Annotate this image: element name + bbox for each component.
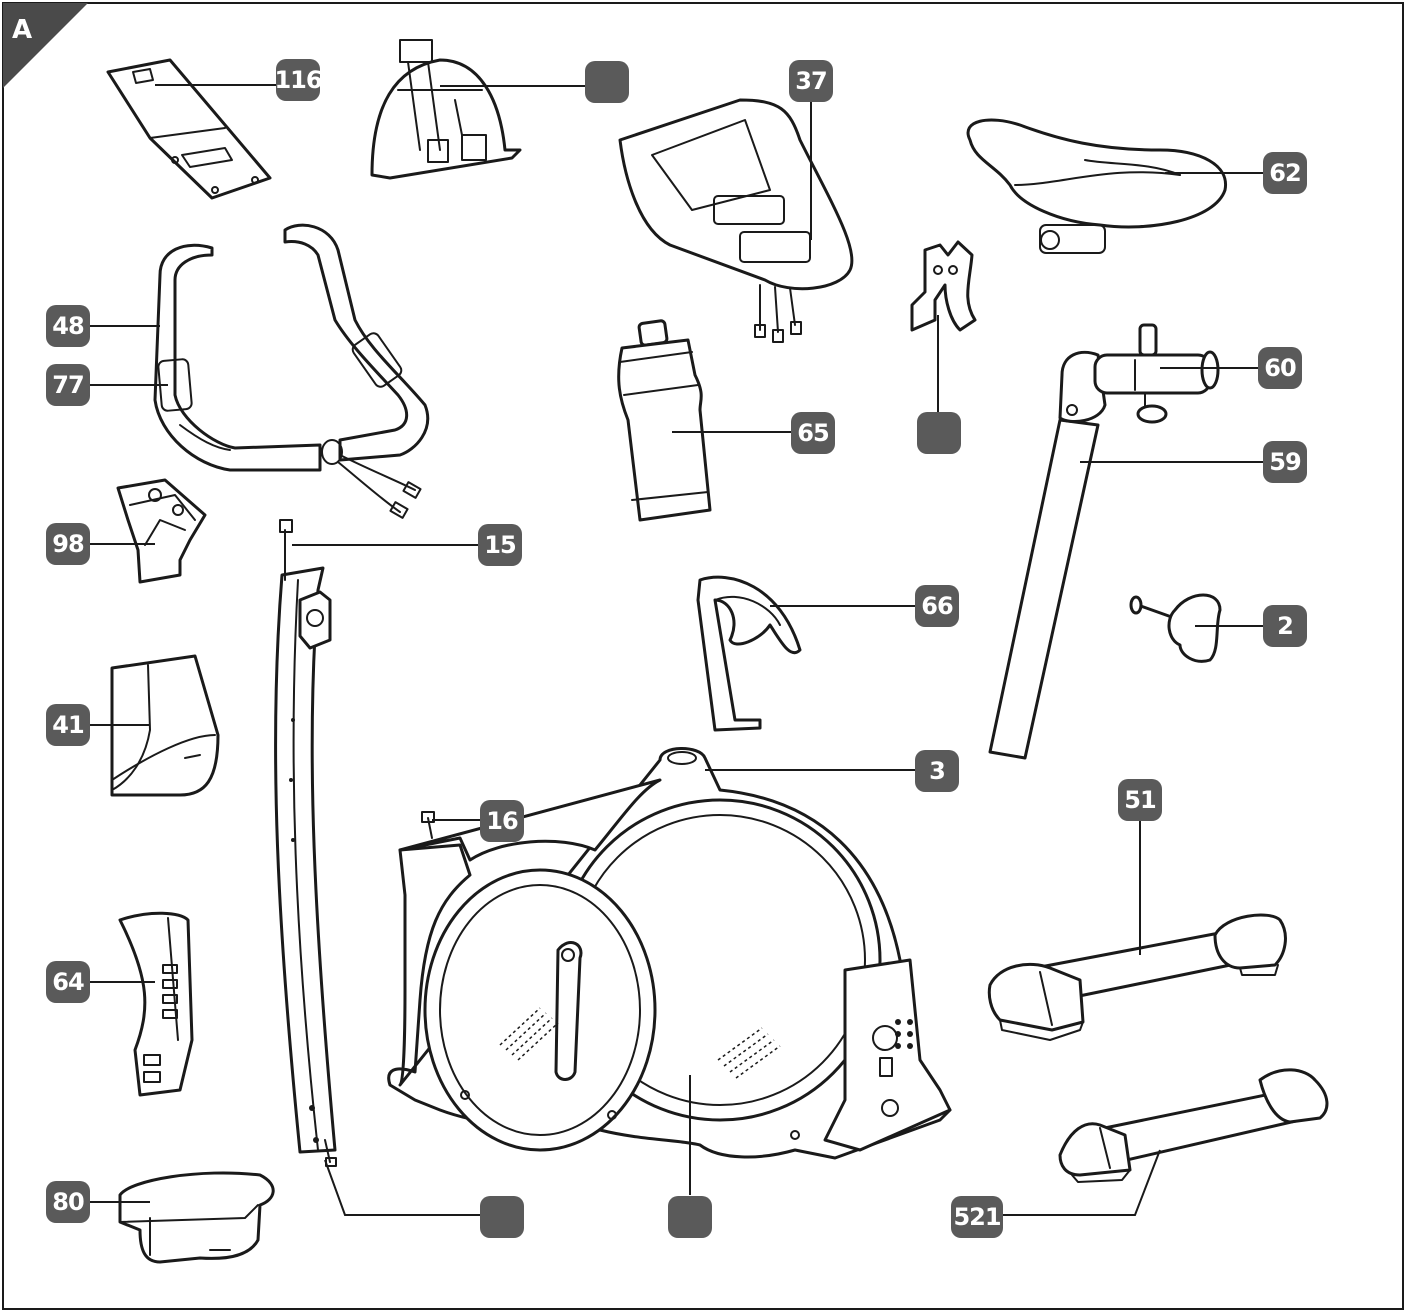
leader-521 bbox=[1000, 1149, 1161, 1216]
part-98-cover bbox=[116, 478, 207, 584]
label-116: 116 bbox=[274, 59, 323, 101]
label-51: 51 bbox=[1118, 779, 1162, 821]
label-60: 60 bbox=[1258, 347, 1302, 389]
svg-text:64: 64 bbox=[52, 968, 84, 996]
label-66: 66 bbox=[915, 585, 959, 627]
label-clip bbox=[917, 412, 961, 454]
svg-text:41: 41 bbox=[52, 711, 84, 739]
svg-text:59: 59 bbox=[1269, 448, 1301, 476]
label-59: 59 bbox=[1263, 441, 1307, 483]
part-64-strap bbox=[118, 911, 194, 1097]
part-60-seat-clamp bbox=[1093, 323, 1220, 424]
label-98: 98 bbox=[46, 523, 90, 565]
part-37-console bbox=[618, 98, 854, 343]
label-upright-bottom bbox=[480, 1196, 524, 1238]
part-80-clamp bbox=[118, 1171, 275, 1264]
svg-text:37: 37 bbox=[795, 67, 826, 95]
label-48: 48 bbox=[46, 305, 90, 347]
svg-text:116: 116 bbox=[274, 66, 321, 94]
label-65: 65 bbox=[791, 412, 835, 454]
label-521: 521 bbox=[951, 1196, 1003, 1238]
svg-text:51: 51 bbox=[1124, 786, 1156, 814]
corner-label-text: A bbox=[12, 15, 32, 45]
svg-text:60: 60 bbox=[1264, 354, 1296, 382]
svg-text:98: 98 bbox=[52, 530, 84, 558]
svg-text:65: 65 bbox=[797, 419, 829, 447]
part-41-shroud bbox=[110, 654, 220, 797]
part-51-front-stabilizer bbox=[987, 913, 1287, 1041]
svg-text:77: 77 bbox=[52, 371, 83, 399]
svg-text:66: 66 bbox=[921, 592, 953, 620]
label-37: 37 bbox=[789, 60, 833, 102]
label-77: 77 bbox=[46, 364, 90, 406]
part-65-bottle bbox=[617, 319, 712, 522]
svg-text:521: 521 bbox=[953, 1203, 1000, 1231]
svg-text:80: 80 bbox=[52, 1188, 84, 1216]
label-15: 15 bbox=[478, 524, 522, 566]
part-66-bottle-cage bbox=[696, 575, 802, 732]
part-upright-tube bbox=[274, 519, 337, 1167]
label-16: 16 bbox=[480, 800, 524, 842]
label-3: 3 bbox=[915, 750, 959, 792]
svg-text:15: 15 bbox=[484, 531, 516, 559]
label-80: 80 bbox=[46, 1181, 90, 1223]
part-59-seat-post bbox=[988, 350, 1107, 760]
leader-upright-bottom bbox=[324, 1159, 485, 1216]
label-frame-bottom bbox=[668, 1196, 712, 1238]
label-2: 2 bbox=[1263, 605, 1307, 647]
part-521-rear-stabilizer bbox=[1058, 1068, 1329, 1183]
label-41: 41 bbox=[46, 704, 90, 746]
label-tablet-holder bbox=[585, 61, 629, 103]
svg-text:2: 2 bbox=[1277, 612, 1293, 640]
part-3-main-frame bbox=[387, 747, 952, 1160]
part-48-handlebar bbox=[153, 223, 430, 519]
label-64: 64 bbox=[46, 961, 90, 1003]
svg-text:16: 16 bbox=[486, 807, 518, 835]
svg-text:62: 62 bbox=[1269, 159, 1300, 187]
part-62-saddle bbox=[966, 118, 1227, 254]
svg-text:3: 3 bbox=[929, 757, 945, 785]
part-tablet-holder bbox=[370, 39, 522, 180]
part-2-knob bbox=[1129, 593, 1222, 663]
part-clip bbox=[910, 240, 977, 332]
label-62: 62 bbox=[1263, 152, 1307, 194]
part-116-plate bbox=[106, 58, 272, 200]
svg-text:48: 48 bbox=[52, 312, 84, 340]
corner-label: A bbox=[3, 3, 88, 88]
